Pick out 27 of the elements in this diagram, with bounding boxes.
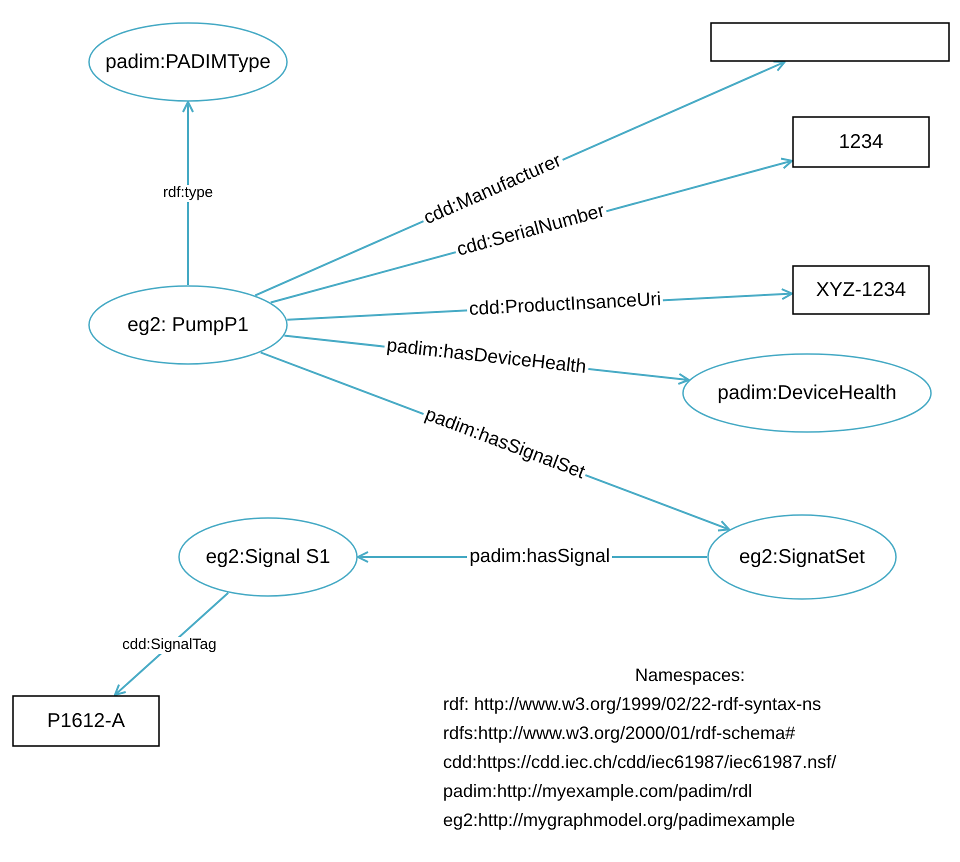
class-ellipse [682, 353, 932, 433]
class-ellipse [707, 514, 897, 600]
arrow [182, 101, 194, 285]
node-label: 1234 [838, 130, 884, 154]
literal-box [792, 116, 930, 168]
namespaces-heading: Namespaces: [635, 665, 746, 686]
edge-label: cdd:SignalTag [120, 637, 218, 654]
node-label: XYZ-1234 [816, 278, 906, 302]
namespace-line: rdfs:http://www.w3.org/2000/01/rdf-schema# [443, 723, 796, 744]
node-label: eg2: PumpP1 [127, 314, 249, 336]
class-ellipse [178, 517, 358, 597]
edge-label: rdf:type [161, 185, 216, 202]
namespace-line: rdf: http://www.w3.org/1999/02/22-rdf-syntax-ns [443, 694, 822, 715]
namespace-line: eg2:http://mygraphmodel.org/padimexample [443, 810, 796, 831]
namespace-line: padim:http://myexample.com/padim/rdl [443, 781, 752, 802]
node-label: padim:DeviceHealth [718, 382, 896, 404]
literal-box [12, 695, 160, 747]
class-ellipse [88, 22, 288, 102]
edge-label: padim:hasSignal [467, 546, 612, 568]
namespace-line: cdd:https://cdd.iec.ch/cdd/iec61987/iec61987.nsf/ [443, 752, 836, 773]
node-label: padim:PADIMType [105, 50, 271, 74]
literal-box [710, 22, 950, 62]
node-label: P1612-A [47, 710, 125, 732]
literal-box [792, 265, 930, 315]
class-ellipse [88, 285, 288, 365]
node-label: eg2:SignatSet [739, 546, 865, 568]
node-label: eg2:Signal S1 [206, 546, 330, 568]
